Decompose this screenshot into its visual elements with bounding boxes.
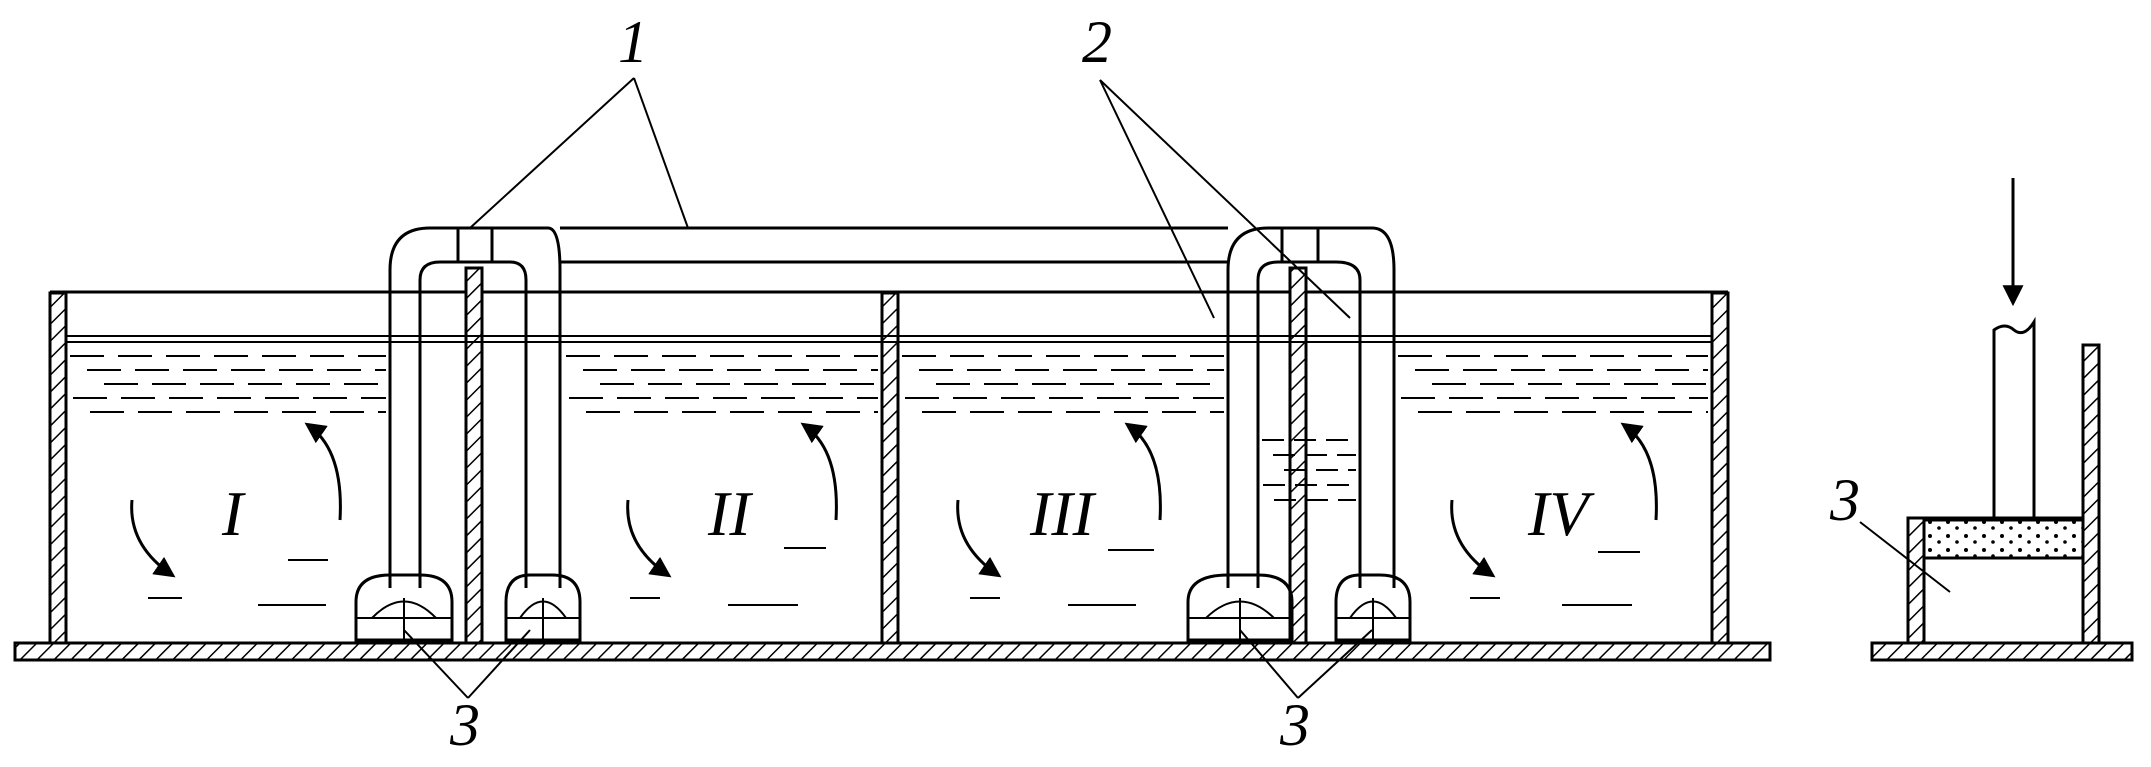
- connecting-pipe: [560, 226, 1228, 264]
- head-1: [354, 573, 454, 642]
- dashes-chamber-4: [1398, 355, 1708, 413]
- detail-callout-label: 3: [1829, 467, 1860, 533]
- dashes-pipe-gap: [1262, 439, 1356, 501]
- detail-wall-right: [2081, 343, 2101, 645]
- head-3: [1186, 573, 1294, 642]
- chamber-label-1: I: [221, 478, 246, 549]
- chamber-label-3: III: [1029, 478, 1097, 549]
- main-tank: [13, 266, 1772, 662]
- water-lines: [66, 335, 1712, 606]
- tank-base: [13, 641, 1772, 662]
- tank-wall-left: [48, 291, 68, 645]
- callout-1: 1: [469, 9, 689, 229]
- callout-label-1: 1: [618, 9, 648, 75]
- callout-label-3-left: 3: [449, 692, 480, 758]
- detail-view: 3: [1829, 178, 2134, 662]
- dashes-chamber-3: [902, 355, 1224, 413]
- partition-2: [880, 291, 900, 645]
- dashes-chamber-1: [70, 355, 386, 413]
- detail-base: [1870, 641, 2134, 662]
- partition-1: [464, 266, 484, 645]
- dashes-bottom: [148, 547, 1640, 606]
- dashes-chamber-2: [566, 355, 878, 413]
- callout-3-left: 3: [403, 629, 531, 758]
- detail-wall-left: [1906, 516, 1926, 645]
- siphon-pipe-left: [388, 226, 562, 588]
- siphon-pipe-right: [1226, 226, 1396, 588]
- tank-wall-right: [1710, 291, 1730, 645]
- flow-arrows: [130, 422, 1658, 578]
- distributor-heads: [354, 573, 1412, 642]
- detail-filter-layer: [1922, 518, 2085, 560]
- head-2: [504, 573, 582, 642]
- head-4: [1334, 573, 1412, 642]
- callout-label-3-right: 3: [1279, 692, 1310, 758]
- callout-label-2: 2: [1082, 9, 1112, 75]
- chamber-label-4: IV: [1527, 478, 1595, 549]
- callout-2: 2: [1082, 9, 1351, 319]
- chamber-label-2: II: [707, 478, 753, 549]
- callout-3-right: 3: [1239, 629, 1373, 758]
- detail-inlet-pipe: [1992, 316, 2036, 518]
